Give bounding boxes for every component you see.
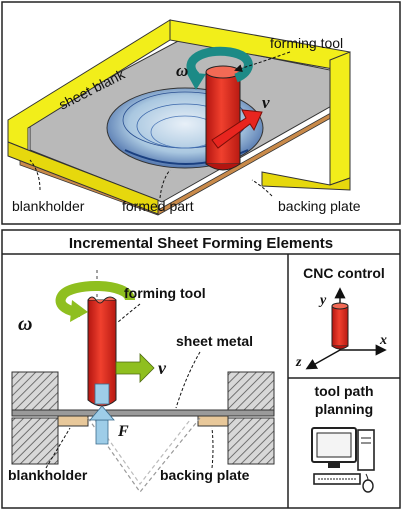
right-upper-blankholder-block xyxy=(227,371,275,411)
toolpath-line1: tool path xyxy=(314,383,373,399)
cnc-axis-z: z xyxy=(295,355,302,370)
bottom-v-arrow xyxy=(115,353,155,383)
leader-blankholder-top xyxy=(29,159,41,191)
label-backing-plate-bottom: backing plate xyxy=(160,467,250,483)
label-force: F xyxy=(117,423,129,440)
toolpath-line2: planning xyxy=(315,401,373,417)
label-backing-plate-top: backing plate xyxy=(278,198,361,214)
label-v-bottom: v xyxy=(158,358,167,378)
leader-backing-plate-top xyxy=(251,179,273,197)
bottom-omega-arrow xyxy=(55,281,135,322)
top-forming-tool xyxy=(205,65,241,171)
left-upper-blankholder-block xyxy=(11,371,59,411)
cnc-control-title: CNC control xyxy=(303,265,385,281)
cnc-axis-y: y xyxy=(318,293,327,308)
label-omega-bottom: ω xyxy=(18,313,32,335)
leader-backing-plate-bottom xyxy=(211,427,214,469)
cnc-axis-x: x xyxy=(379,333,387,348)
leader-formed-part xyxy=(159,169,171,199)
leader-sheet-metal xyxy=(175,351,201,409)
top-omega-arrow xyxy=(186,46,253,90)
label-forming-tool-bottom: forming tool xyxy=(124,285,206,301)
label-omega-top: ω xyxy=(176,61,188,80)
label-blankholder-top: blankholder xyxy=(12,198,85,214)
bottom-forming-tool xyxy=(87,296,117,407)
label-blankholder-bottom: blankholder xyxy=(8,467,88,483)
label-formed-part: formed part xyxy=(122,198,194,214)
leader-blankholder-bottom xyxy=(45,427,71,469)
leader-forming-tool-top xyxy=(234,51,291,73)
left-backing-plate xyxy=(57,415,89,427)
right-lower-blankholder-block xyxy=(227,417,275,465)
leader-forming-tool-bottom xyxy=(117,303,141,323)
bottom-panel-title: Incremental Sheet Forming Elements xyxy=(69,235,333,252)
force-arrow xyxy=(89,383,115,445)
cnc-tool-icon xyxy=(331,302,349,350)
computer-icon xyxy=(311,427,375,493)
label-forming-tool-top: forming tool xyxy=(270,35,343,51)
formed-shape-outline-inner xyxy=(94,419,191,486)
right-backing-plate xyxy=(197,415,229,427)
sheet-metal-strip xyxy=(11,409,275,417)
label-sheet-metal: sheet metal xyxy=(176,333,253,349)
label-v-top: v xyxy=(262,93,270,112)
top-blankholder-frame xyxy=(7,19,351,215)
left-lower-blankholder-block xyxy=(11,417,59,465)
top-v-arrow xyxy=(211,109,263,149)
